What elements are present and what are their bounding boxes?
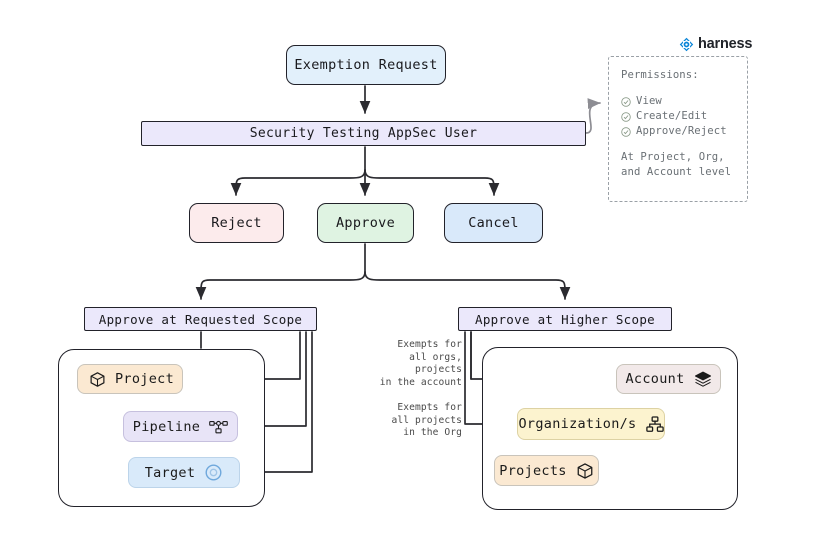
- node-approve-label: Approve: [336, 215, 395, 231]
- check-circle-icon: [621, 126, 631, 137]
- chip-account-label: Account: [625, 371, 685, 387]
- cube-icon: [89, 371, 106, 388]
- permission-item-view-label: View: [636, 95, 662, 107]
- node-approve-requested-scope-label: Approve at Requested Scope: [98, 311, 303, 327]
- target-circle-icon: [204, 463, 223, 482]
- chip-organizations-label: Organization/s: [518, 416, 637, 432]
- permissions-footer-line2: and Account level: [621, 166, 732, 178]
- node-exemption-request[interactable]: Exemption Request: [286, 45, 446, 85]
- chip-pipeline-label: Pipeline: [132, 418, 201, 435]
- harness-diamond-logo-icon: [679, 37, 694, 52]
- cube-icon: [576, 462, 594, 480]
- chip-project[interactable]: Project: [77, 364, 183, 394]
- check-circle-icon: [621, 96, 631, 107]
- chip-projects-label: Projects: [499, 462, 567, 479]
- permissions-footer-line1: At Project, Org,: [621, 151, 725, 163]
- chip-projects[interactable]: Projects: [494, 455, 599, 486]
- layers-stack-icon: [694, 370, 712, 388]
- node-cancel[interactable]: Cancel: [444, 203, 543, 243]
- node-reject[interactable]: Reject: [189, 203, 284, 243]
- permission-item-approve-reject-label: Approve/Reject: [636, 125, 727, 137]
- permission-item-create-edit-label: Create/Edit: [636, 110, 708, 122]
- chip-target[interactable]: Target: [128, 457, 240, 488]
- node-approve[interactable]: Approve: [317, 203, 414, 243]
- node-approve-higher-scope-label: Approve at Higher Scope: [475, 311, 655, 327]
- chip-pipeline[interactable]: Pipeline: [123, 411, 238, 442]
- node-cancel-label: Cancel: [468, 215, 519, 231]
- permissions-title: Permissions:: [621, 69, 699, 81]
- node-appsec-user[interactable]: Security Testing AppSec User: [141, 121, 586, 146]
- harness-logo-text: harness: [698, 36, 753, 52]
- chip-account[interactable]: Account: [616, 364, 721, 394]
- chip-target-label: Target: [144, 464, 196, 481]
- permission-item-view: View: [621, 94, 737, 109]
- annotation-org-exempts: Exempts for all projects in the Org: [391, 402, 462, 439]
- permission-item-approve-reject: Approve/Reject: [621, 124, 737, 139]
- harness-logo: harness: [679, 36, 752, 52]
- node-reject-label: Reject: [211, 215, 262, 231]
- permission-item-create-edit: Create/Edit: [621, 109, 737, 124]
- node-exemption-request-label: Exemption Request: [294, 57, 438, 73]
- annotation-account-exempts: Exempts for all orgs, projects in the ac…: [379, 339, 462, 388]
- node-appsec-user-label: Security Testing AppSec User: [249, 126, 478, 141]
- node-approve-requested-scope[interactable]: Approve at Requested Scope: [84, 307, 317, 331]
- check-circle-icon: [621, 111, 631, 122]
- node-approve-higher-scope[interactable]: Approve at Higher Scope: [458, 307, 672, 331]
- pipeline-nodes-icon: [209, 419, 229, 435]
- chip-organizations[interactable]: Organization/s: [517, 408, 665, 440]
- chip-project-label: Project: [115, 371, 174, 387]
- permissions-callout: Permissions: View Create/Edit: [608, 56, 748, 202]
- org-chart-icon: [645, 415, 664, 433]
